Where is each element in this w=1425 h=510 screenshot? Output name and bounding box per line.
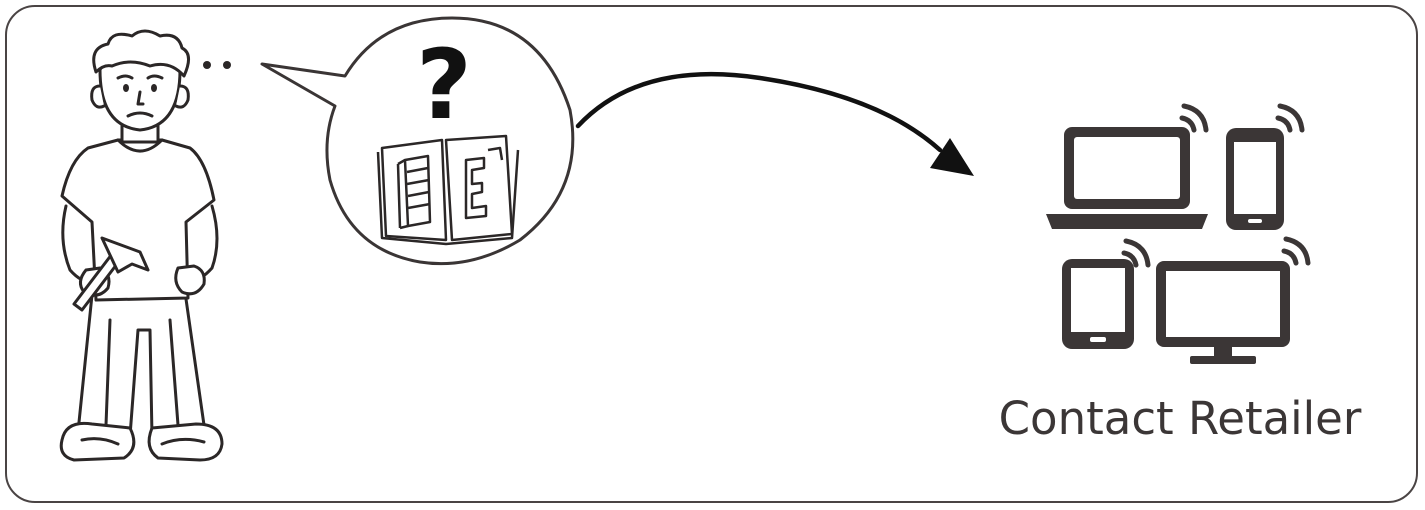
tablet-icon [1062,238,1151,349]
smartphone-icon [1226,103,1305,230]
curved-arrow [575,71,974,176]
question-mark-icon: ? [416,29,472,141]
contact-retailer-label: Contact Retailer [998,392,1362,445]
devices-group [1046,103,1311,364]
instruction-manual-icon [376,134,520,246]
speech-bubble: ? [260,16,575,266]
diagram-frame [5,5,1418,503]
confused-man-with-hammer-icon [59,29,224,462]
thought-dots [203,61,231,69]
monitor-icon [1156,236,1311,364]
laptop-icon [1046,103,1209,229]
